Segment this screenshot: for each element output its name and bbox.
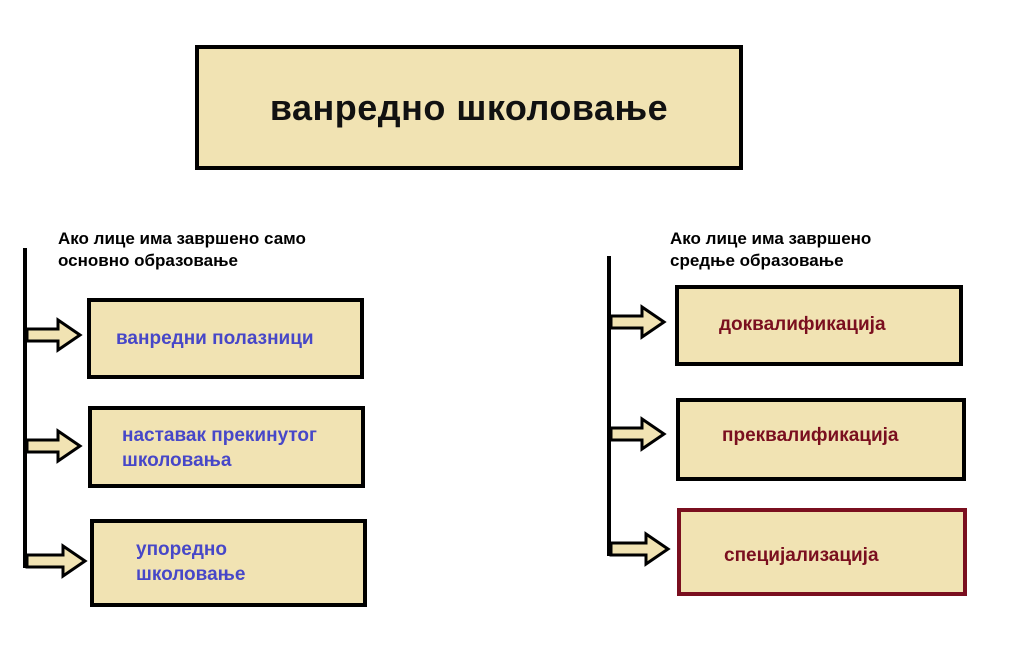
left-group-label-line1: Ако лице има завршено само — [58, 229, 306, 248]
arrow-right-icon — [25, 428, 83, 464]
right-group-label: Ако лице има завршено средње образовање — [670, 228, 871, 272]
arrow-right-icon — [25, 543, 88, 579]
left-group-label: Ако лице има завршено само основно образ… — [58, 228, 306, 272]
left-item-1-text: ванредни полазници — [116, 326, 314, 351]
left-item-2-line2: школовања — [122, 450, 232, 471]
arrow-right-icon — [609, 416, 667, 452]
arrow-right-icon — [609, 531, 671, 567]
left-item-3-line1: упоредно — [136, 539, 227, 560]
right-item-2-text: преквалификација — [722, 423, 899, 448]
left-item-3-line2: школовање — [136, 564, 246, 585]
left-box-2 — [88, 406, 365, 488]
right-group-label-line1: Ако лице има завршено — [670, 229, 872, 248]
left-item-2-text: наставак прекинутог школовања — [122, 423, 317, 473]
left-item-2-line1: наставак прекинутог — [122, 425, 317, 446]
right-box-3-highlighted — [677, 508, 967, 596]
right-item-3-text: специјализација — [724, 543, 879, 568]
left-item-3-text: упоредно школовање — [136, 537, 245, 587]
right-item-2-line1: преквалификација — [722, 425, 899, 446]
arrow-right-icon — [609, 304, 667, 340]
left-item-1-line1: ванредни полазници — [116, 328, 314, 349]
right-box-1 — [675, 285, 963, 366]
right-item-1-text: доквалификација — [719, 312, 886, 337]
left-box-1 — [87, 298, 364, 379]
left-group-label-line2: основно образовање — [58, 251, 238, 270]
right-item-3-line1: специјализација — [724, 545, 879, 566]
diagram-title: ванредно школовање — [269, 86, 669, 128]
title-box: ванредно школовање — [195, 45, 743, 170]
left-box-3 — [90, 519, 367, 607]
arrow-right-icon — [25, 317, 83, 353]
right-box-2 — [676, 398, 966, 481]
right-group-label-line2: средње образовање — [670, 251, 844, 270]
right-item-1-line1: доквалификација — [719, 314, 886, 335]
